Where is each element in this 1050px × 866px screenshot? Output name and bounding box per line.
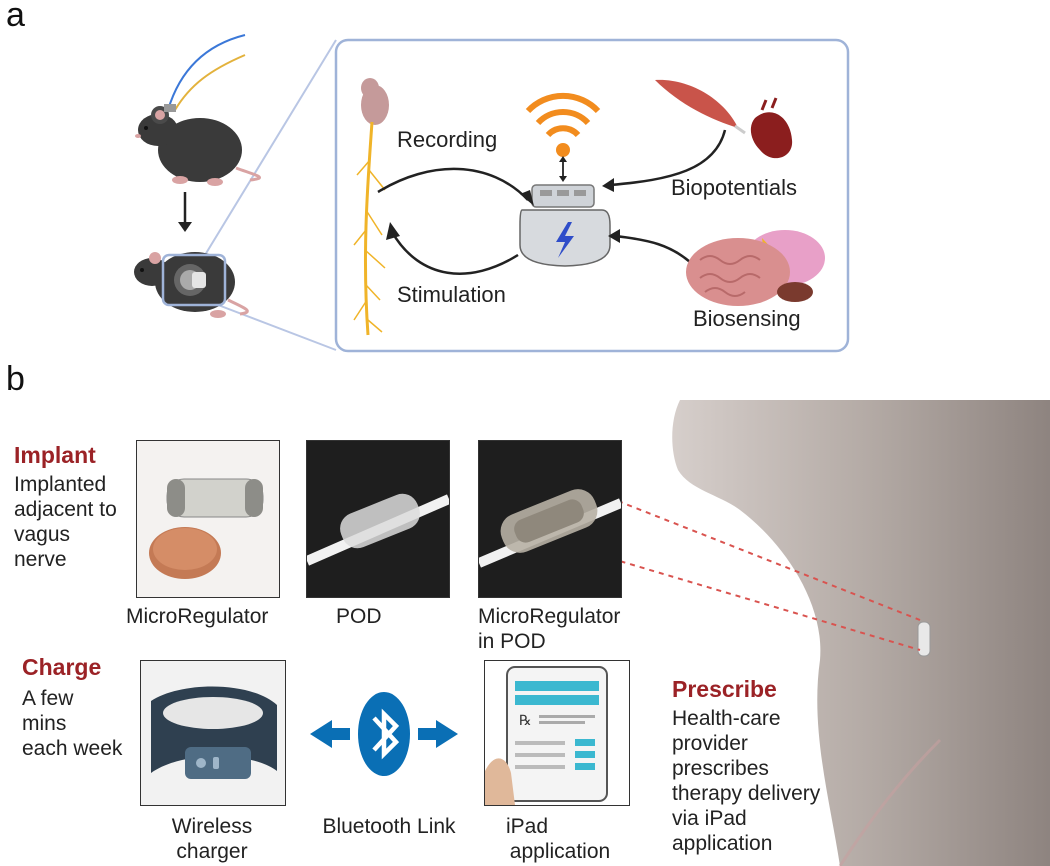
caption-line: Wireless [171, 815, 253, 838]
prescribe-description: Health-care provider prescribes therapy … [672, 706, 820, 856]
implant-desc-line: nerve [14, 548, 67, 571]
muscle-illustration [655, 79, 746, 135]
microregulator-photo [136, 440, 280, 598]
mouse-with-wires-illustration [135, 34, 261, 186]
organs-illustration [686, 230, 825, 306]
caption-line: in POD [478, 630, 546, 653]
down-arrow-icon [178, 192, 192, 232]
panel-a-letter: a [6, 0, 25, 34]
biopotentials-arrow [602, 129, 727, 192]
charge-title: Charge [22, 654, 102, 680]
svg-text:℞: ℞ [519, 714, 532, 729]
panel-a-graphic [134, 34, 850, 353]
implant-desc-line: vagus [14, 523, 71, 546]
ipad-application-photo: ℞ [484, 660, 630, 806]
prescribe-title: Prescribe [672, 676, 777, 702]
heart-illustration [750, 97, 793, 159]
recording-label: Recording [397, 127, 498, 152]
biosensing-arrow [608, 229, 691, 263]
recording-arrow [377, 167, 534, 206]
wireless-charger-photo [140, 660, 286, 806]
zoom-line-top [204, 39, 337, 256]
ipad-application-caption: iPad application [480, 814, 640, 864]
charge-desc-line: each week [22, 737, 123, 760]
implant-desc-line: Implanted [14, 473, 107, 496]
charge-desc-line: mins [22, 712, 67, 735]
microregulator-in-pod-caption: MicroRegulator in POD [478, 604, 648, 654]
vagus-nerve-illustration [353, 78, 389, 336]
caption-line: charger [176, 840, 248, 863]
prescribe-desc-line: therapy delivery [672, 782, 821, 805]
mouse-with-implant-illustration [134, 252, 249, 318]
caption-line: application [509, 840, 611, 863]
stimulation-label: Stimulation [397, 282, 506, 307]
microregulator-in-pod-photo [478, 440, 622, 598]
double-arrow-icon [559, 156, 567, 182]
microregulator-caption: MicroRegulator [126, 605, 269, 628]
prescribe-desc-line: provider [672, 732, 748, 755]
prescribe-desc-line: Health-care [672, 707, 781, 730]
caption-line: MicroRegulator [478, 605, 621, 628]
implant-description: Implanted adjacent to vagus nerve [14, 472, 117, 572]
prescribe-desc-line: via iPad [672, 807, 747, 830]
pod-photo [306, 440, 450, 598]
charge-description: A few mins each week [22, 686, 122, 761]
stimulation-arrow [386, 222, 519, 275]
caption-line: iPad [506, 815, 549, 838]
wifi-icon [525, 92, 601, 157]
pod-caption: POD [336, 605, 382, 628]
zoom-line-bottom [204, 299, 337, 351]
bluetooth-icon [306, 690, 462, 780]
panel-b-letter: b [6, 360, 25, 398]
implant-title: Implant [14, 442, 96, 468]
biosensing-label: Biosensing [693, 306, 801, 331]
prescribe-desc-line: prescribes [672, 757, 769, 780]
implant-desc-line: adjacent to [14, 498, 117, 521]
biopotentials-label: Biopotentials [671, 175, 797, 200]
bluetooth-link-caption: Bluetooth Link [322, 815, 456, 838]
charge-desc-line: A few [22, 687, 74, 710]
prescribe-desc-line: application [672, 832, 773, 855]
wireless-charger-caption: Wireless charger [140, 814, 284, 864]
implant-device-illustration [519, 184, 611, 267]
